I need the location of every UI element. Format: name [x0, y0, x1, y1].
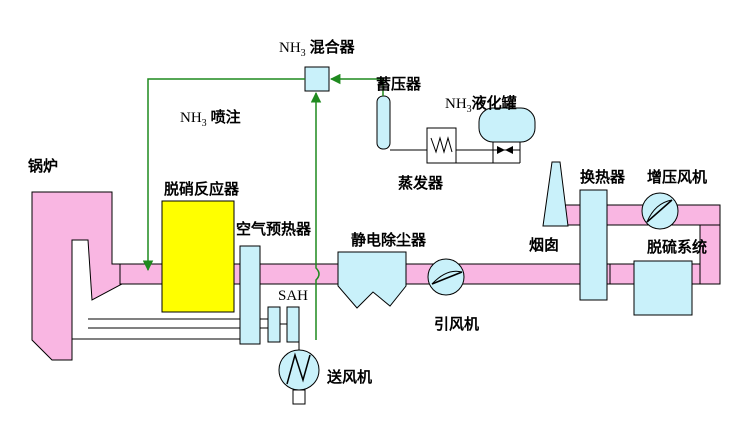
label-air-preheater: 空气预热器 — [236, 220, 312, 238]
accumulator — [376, 95, 391, 150]
label-heat-exchanger: 换热器 — [580, 168, 626, 186]
induced-fan — [427, 258, 465, 296]
label-booster-fan: 增压风机 — [647, 168, 707, 186]
label-evaporator: 蒸发器 — [398, 174, 444, 192]
label-sah: SAH — [278, 288, 308, 304]
booster-fan-blade-arc — [646, 199, 673, 223]
fgd-box — [633, 260, 693, 316]
label-chimney: 烟囱 — [529, 236, 559, 254]
valve — [497, 146, 513, 154]
boiler-body — [31, 191, 123, 361]
label-fgd: 脱硫系统 — [647, 238, 707, 256]
evaporator-coil — [430, 136, 453, 154]
evaporator — [426, 127, 457, 164]
forced-fan — [278, 349, 320, 391]
nh3-mixer — [304, 66, 330, 92]
label-nh3-tank: NH3液化罐 — [445, 94, 517, 115]
label-forced-fan: 送风机 — [326, 368, 372, 386]
sah-box-right — [286, 306, 300, 343]
label-boiler: 锅炉 — [28, 157, 58, 175]
heat-exchanger — [579, 189, 608, 301]
nh3-line-acc-to-mixer — [329, 73, 384, 96]
nh3-line-injection — [142, 78, 305, 272]
induced-fan-blade-arc — [431, 270, 463, 285]
label-accumulator: 蓄压器 — [376, 75, 422, 93]
forced-fan-blade — [286, 352, 311, 385]
sah-box-left — [267, 306, 281, 343]
nh3-line-air-feed — [310, 91, 322, 340]
chimney — [542, 161, 569, 227]
air-preheater — [239, 245, 261, 345]
label-esp: 静电除尘器 — [351, 231, 427, 249]
nh3-tank — [478, 107, 536, 143]
forced-fan-inlet — [292, 389, 306, 405]
booster-fan-blade — [646, 199, 673, 223]
label-reactor: 脱硝反应器 — [164, 180, 240, 198]
induced-fan-blade — [431, 271, 463, 285]
esp-body — [337, 251, 407, 309]
label-induced-fan: 引风机 — [434, 315, 479, 333]
denox-reactor — [161, 200, 235, 313]
